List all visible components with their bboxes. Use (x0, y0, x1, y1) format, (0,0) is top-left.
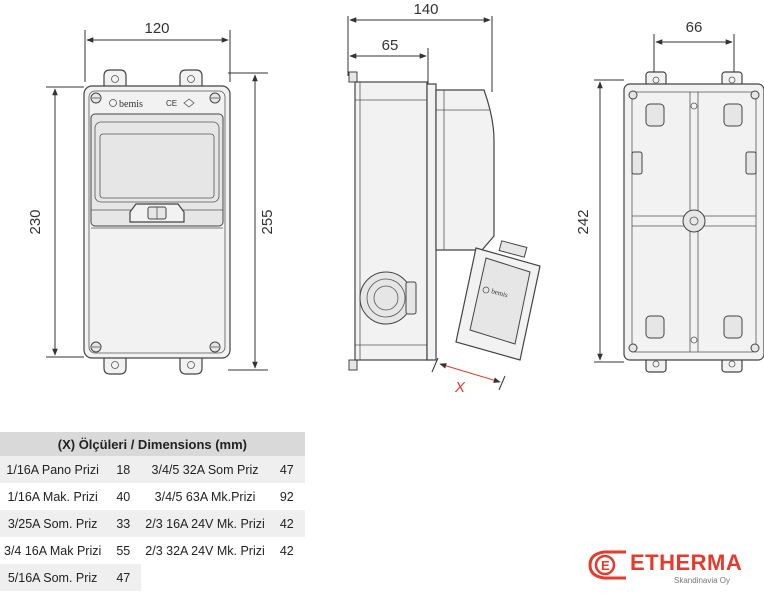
table-row: 5/16A Som. Priz 47 (0, 564, 305, 591)
dim-side-partial: 65 (382, 37, 399, 54)
table-cell-label: 3/4/5 63A Mk.Prizi (141, 483, 269, 510)
logo-subtitle: Skandinavia Oy (674, 576, 731, 585)
table-cell-value: 47 (268, 456, 305, 483)
svg-text:E: E (601, 558, 610, 573)
dim-front-height-inner: 230 (27, 209, 44, 234)
table-cell-label: 3/4/5 32A Som Priz (141, 456, 269, 483)
table-cell-value: 42 (268, 537, 305, 564)
back-view: 66 242 (575, 19, 764, 373)
table-cell-label: 1/16A Mak. Prizi (0, 483, 106, 510)
table-cell-label: 5/16A Som. Priz (0, 564, 106, 591)
table-cell-label: 3/4 16A Mak Prizi (0, 537, 106, 564)
table-cell-label (141, 564, 269, 591)
dim-x-marker: X (454, 379, 466, 396)
table-cell-value: 42 (268, 510, 305, 537)
table-row: 1/16A Mak. Prizi 40 3/4/5 63A Mk.Prizi 9… (0, 483, 305, 510)
table-row: 1/16A Pano Prizi 18 3/4/5 32A Som Priz 4… (0, 456, 305, 483)
dim-front-width: 120 (144, 20, 169, 37)
etherma-logo: E ETHERMA Skandinavia Oy (586, 548, 756, 592)
table-row: 3/4 16A Mak Prizi 55 2/3 32A 24V Mk. Pri… (0, 537, 305, 564)
table-cell-value: 33 (105, 510, 142, 537)
dimensions-table: (X) Ölçüleri / Dimensions (mm) 1/16A Pan… (0, 432, 305, 591)
table-cell-label: 2/3 32A 24V Mk. Prizi (141, 537, 269, 564)
table-header: (X) Ölçüleri / Dimensions (mm) (0, 432, 305, 456)
brand-label: bemis (119, 99, 143, 110)
table-cell-label: 1/16A Pano Prizi (0, 456, 106, 483)
table-cell-value: 18 (105, 456, 142, 483)
table-cell-label: 2/3 16A 24V Mk. Prizi (141, 510, 269, 537)
table-cell-value: 40 (105, 483, 142, 510)
table-cell-value: 55 (105, 537, 142, 564)
dim-back-width: 66 (686, 19, 703, 36)
table-cell-value (268, 564, 305, 591)
technical-drawing: 120 230 255 bemis CE (27, 1, 764, 396)
dim-side-depth: 140 (413, 1, 438, 18)
table-cell-label: 3/25A Som. Priz (0, 510, 106, 537)
side-view: 140 65 bemis X (347, 1, 541, 396)
front-view: 120 230 255 bemis CE (27, 20, 276, 375)
svg-text:CE: CE (166, 99, 177, 108)
table-cell-value: 92 (268, 483, 305, 510)
logo-name: ETHERMA (630, 550, 743, 575)
dim-front-height-outer: 255 (259, 209, 276, 234)
etherma-logo-icon: E (588, 550, 626, 580)
table-cell-value: 47 (105, 564, 142, 591)
table-row: 3/25A Som. Priz 33 2/3 16A 24V Mk. Prizi… (0, 510, 305, 537)
dim-back-height: 242 (575, 209, 592, 234)
